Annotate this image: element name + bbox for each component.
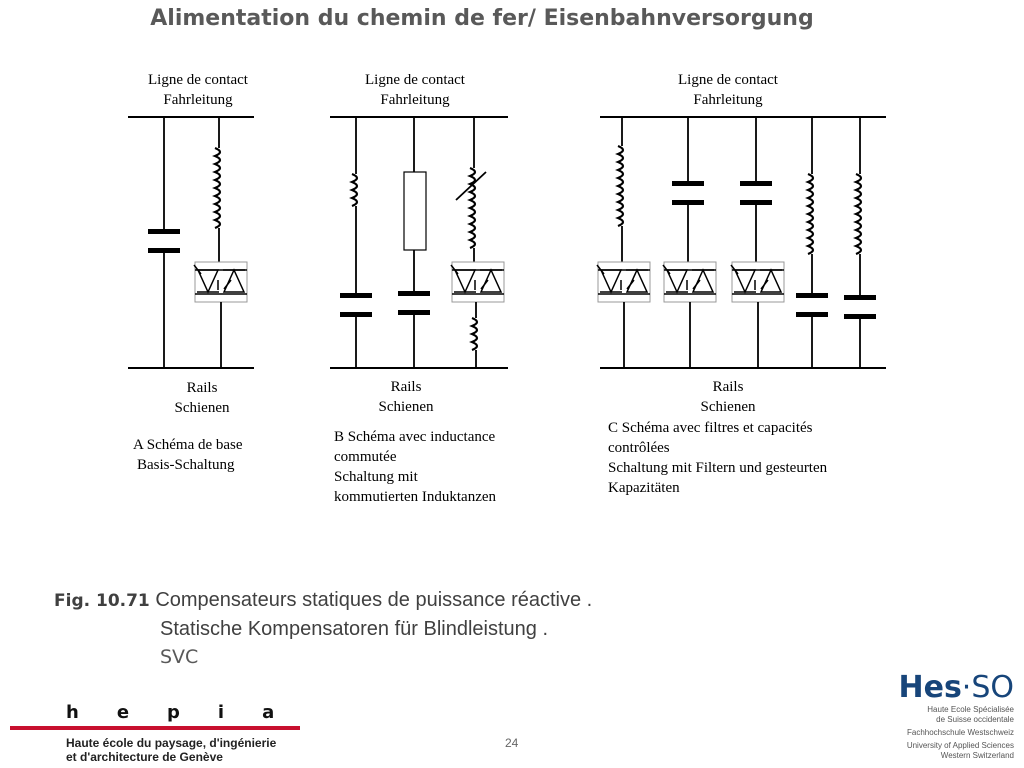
caption-line: Schaltung mit	[334, 469, 418, 485]
label-line: Schienen	[700, 399, 756, 415]
caption-line: Schaltung mit Filtern und gesteurten	[608, 460, 828, 476]
label-line: Ligne de contact	[365, 72, 465, 88]
hes-so-wordmark: Hes·SO	[864, 670, 1014, 705]
hepia-accent-bar	[10, 726, 300, 730]
hes-suffix: ·SO	[961, 670, 1014, 705]
hes-brand: Hes	[898, 670, 962, 705]
hepia-line: et d'architecture de Genève	[66, 750, 223, 764]
resistor-icon	[403, 171, 427, 251]
diagram-b-caption: B Schéma avec inductance commutée Schalt…	[334, 427, 496, 507]
caption-line: Kapazitäten	[608, 480, 680, 496]
diagram-a-caption: A Schéma de base Basis-Schaltung	[133, 435, 243, 475]
label-line: Fahrleitung	[163, 92, 233, 108]
hepia-line: Haute école du paysage, d'ingénierie	[66, 736, 277, 750]
diagram-b	[330, 116, 508, 369]
caption-line: Basis-Schaltung	[137, 457, 235, 473]
hes-so-logo: Hes·SO Haute Ecole Spécialisée de Suisse…	[864, 670, 1014, 761]
label-line: Rails	[712, 379, 744, 395]
label-line: Schienen	[174, 400, 230, 416]
hes-line: Western Switzerland	[940, 751, 1014, 760]
caption-line: kommutierten Induktanzen	[334, 489, 497, 505]
caption-line: contrôlées	[608, 440, 670, 456]
diagram-c-top-label: Ligne de contact Fahrleitung	[650, 70, 806, 110]
label-line: Schienen	[378, 399, 434, 415]
caption-line: B Schéma avec inductance	[334, 429, 496, 445]
figure-caption-line3: SVC	[160, 646, 199, 668]
hepia-logo: hepia	[66, 702, 313, 723]
page-number: 24	[505, 736, 519, 750]
figure-caption-line1: Compensateurs statiques de puissance réa…	[155, 589, 593, 611]
diagram-c	[596, 116, 886, 369]
label-line: Ligne de contact	[148, 72, 248, 88]
caption-line: commutée	[334, 449, 397, 465]
diagram-b-bottom-label: Rails Schienen	[354, 377, 458, 417]
hes-line: Haute Ecole Spécialisée	[927, 705, 1014, 714]
diagram-a-top-label: Ligne de contact Fahrleitung	[120, 70, 276, 110]
label-line: Rails	[390, 379, 422, 395]
hes-line: de Suisse occidentale	[936, 715, 1014, 724]
figure-number: Fig. 10.71	[54, 591, 150, 611]
diagram-c-caption: C Schéma avec filtres et capacités contr…	[608, 418, 827, 498]
diagram-b-top-label: Ligne de contact Fahrleitung	[337, 70, 493, 110]
hes-line: University of Applied Sciences	[906, 741, 1014, 750]
hes-line: Fachhochschule Westschweiz	[906, 728, 1014, 737]
figure-caption-line2: Statische Kompensatoren für Blindleistun…	[160, 618, 548, 640]
label-line: Fahrleitung	[693, 92, 763, 108]
diagram-c-bottom-label: Rails Schienen	[676, 377, 780, 417]
hepia-institution-name: Haute école du paysage, d'ingénierie et …	[66, 736, 276, 764]
label-line: Fahrleitung	[380, 92, 450, 108]
caption-line: A Schéma de base	[133, 437, 243, 453]
diagram-a-bottom-label: Rails Schienen	[150, 378, 254, 418]
diagram-a	[128, 116, 254, 369]
label-line: Rails	[186, 380, 218, 396]
caption-line: C Schéma avec filtres et capacités	[608, 420, 813, 436]
label-line: Ligne de contact	[678, 72, 778, 88]
figure-caption: Fig. 10.71 Compensateurs statiques de pu…	[54, 586, 592, 671]
slide-title: Alimentation du chemin de fer/ Eisenbahn…	[150, 6, 814, 31]
